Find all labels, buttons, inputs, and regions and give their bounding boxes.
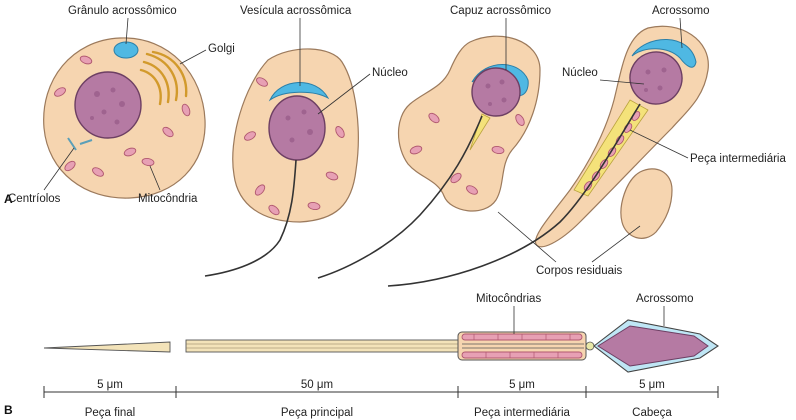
stage-4-flagellum: [387, 103, 641, 287]
stage-3-chromatin: [485, 79, 507, 106]
neck-centriole: [585, 341, 595, 351]
stage-2-flagellum: [204, 159, 297, 277]
segment-name-peca-intermediaria: Peça intermediária: [474, 407, 570, 419]
panel-a-letter: A: [4, 192, 13, 206]
label-mitocondrias: Mitocôndrias: [476, 293, 541, 305]
panel-a-labels: Grânulo acrossômico Golgi Centríolos Mit…: [8, 5, 786, 277]
label-granulo-acrossomico: Grânulo acrossômico: [68, 5, 177, 17]
stage-1-acrosomal-granule: [113, 41, 139, 59]
stage-3-mitochondria: [409, 112, 525, 195]
segment-name-peca-principal: Peça principal: [281, 407, 353, 419]
panel-a: A: [4, 5, 786, 287]
stage-2-acrosomal-vesicle: [268, 82, 330, 102]
label-peca-intermediaria-a: Peça intermediária: [690, 153, 786, 165]
stage-2-mitochondria: [244, 77, 345, 216]
residual-body: [620, 168, 673, 239]
segment-length-peca-intermediaria: 5 μm: [509, 379, 535, 391]
stage-4-chromatin: [644, 67, 667, 92]
stage-4-acrosome: [631, 39, 697, 68]
centrioles: [67, 137, 93, 151]
stage-1-spermatid: [43, 37, 206, 199]
panel-b: B Mitocôndrias Acrossomo: [4, 293, 719, 419]
leader-nucleo-2: [599, 79, 645, 85]
leader-golgi: [179, 49, 207, 65]
stage-3-nucleus: [471, 67, 521, 117]
stage-2-spermatid: [204, 48, 359, 277]
scale-bar: [43, 386, 719, 398]
stage-2-nucleus: [268, 95, 326, 161]
segment-length-cabeca: 5 μm: [639, 379, 665, 391]
label-capuz-acrossomico: Capuz acrossômico: [450, 5, 551, 17]
leader-mitocondria: [149, 165, 161, 191]
stage-2-chromatin: [285, 109, 313, 143]
label-corpos-residuais: Corpos residuais: [536, 265, 623, 277]
segment-labels: 5 μm Peça final 50 μm Peça principal 5 μ…: [85, 379, 673, 419]
stage-4-spermatid: [387, 25, 709, 287]
stage-1-chromatin: [90, 87, 125, 125]
stage-1-nucleus: [74, 71, 142, 139]
leader-corpos-residuais-2: [591, 225, 641, 263]
head-nucleus: [597, 325, 709, 367]
golgi-apparatus: [139, 50, 188, 106]
stage-3-neck: [469, 113, 491, 151]
leader-corpos-residuais-1: [497, 211, 557, 263]
panel-b-letter: B: [4, 403, 13, 417]
label-vesicula-acrossomica: Vesícula acrossômica: [240, 5, 352, 17]
segment-length-peca-final: 5 μm: [97, 379, 123, 391]
segment-name-cabeca: Cabeça: [632, 407, 672, 419]
stage-3-spermatid: [317, 35, 541, 279]
leader-acrossomo: [679, 17, 683, 49]
segment-length-peca-principal: 50 μm: [301, 379, 333, 391]
label-nucleo-1: Núcleo: [372, 67, 408, 79]
middle-piece-mitochondria: [461, 333, 583, 359]
label-golgi: Golgi: [208, 43, 235, 55]
label-nucleo-2: Núcleo: [562, 67, 598, 79]
label-acrossomo-b: Acrossomo: [636, 293, 694, 305]
label-centriolos: Centríolos: [8, 193, 61, 205]
leader-centriolos: [43, 147, 75, 191]
leader-granulo: [125, 17, 129, 45]
label-mitocondria: Mitocôndria: [138, 193, 198, 205]
principal-piece: [185, 339, 459, 353]
leader-peca-intermediaria-a: [629, 129, 689, 159]
end-piece: [43, 341, 171, 353]
stage-1-mitochondria: [54, 55, 191, 177]
stage-3-flagellum: [317, 115, 483, 279]
stage-4-nucleus: [629, 51, 683, 105]
segment-name-peca-final: Peça final: [85, 407, 136, 419]
label-acrossomo: Acrossomo: [652, 5, 710, 17]
leader-nucleo-1: [317, 73, 371, 115]
